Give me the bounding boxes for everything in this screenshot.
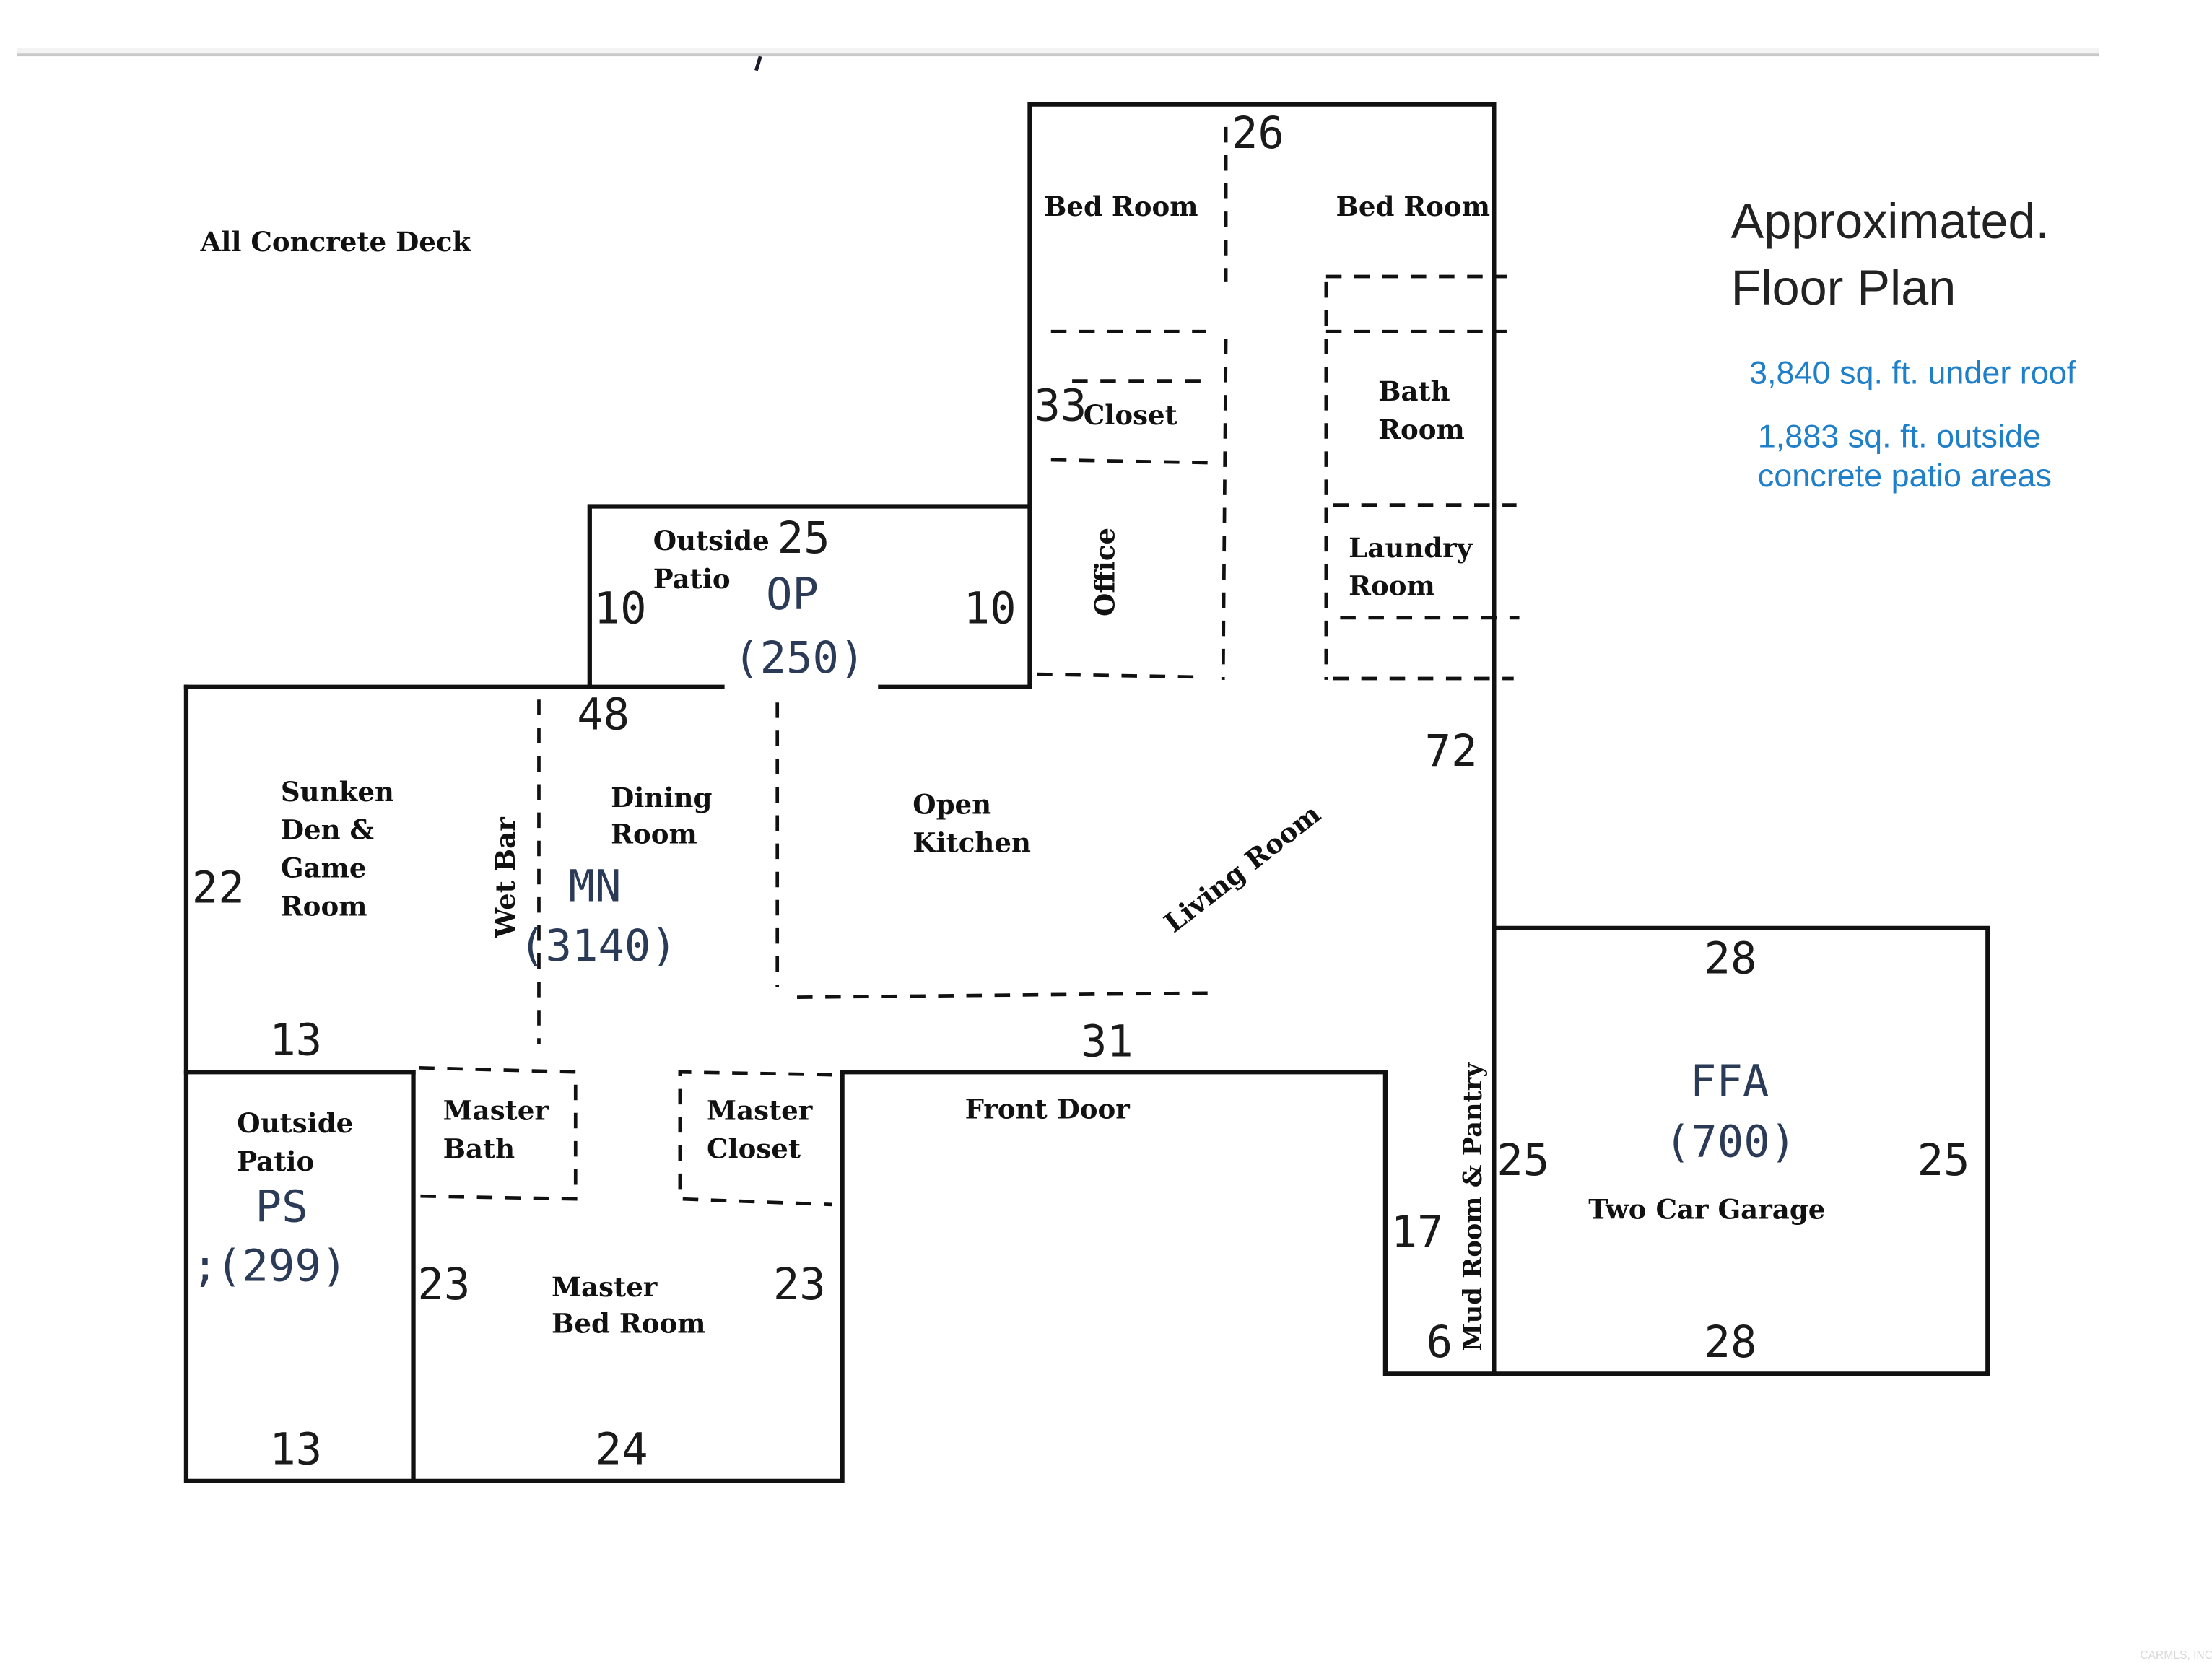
stray-mark xyxy=(754,56,762,71)
closet-label: Closet xyxy=(1084,399,1177,431)
dim-mud-17: 17 xyxy=(1391,1208,1444,1258)
dim-garage-top: 28 xyxy=(1704,933,1757,984)
bath-label-2: Room xyxy=(1378,414,1465,445)
dim-garage-left: 25 xyxy=(1497,1135,1549,1186)
ps-area: (299) xyxy=(216,1241,347,1291)
ffa-code: FFA xyxy=(1690,1056,1769,1107)
dim-patio-bottom: 13 xyxy=(269,1424,322,1475)
ffa-area: (700) xyxy=(1665,1117,1796,1167)
mn-code: MN xyxy=(568,862,621,912)
dim-op-top: 25 xyxy=(778,513,830,564)
legend-title-1: Approximated. xyxy=(1731,194,2050,249)
den-label-3: Game xyxy=(281,852,367,884)
top-patio-label-2: Patio xyxy=(653,563,731,595)
dim-kitchen-bottom: 31 xyxy=(1081,1017,1133,1068)
mn-area: (3140) xyxy=(519,921,677,972)
kitchen-bottom-partition xyxy=(797,991,1211,999)
master-closet-label-1: Master xyxy=(707,1095,813,1127)
partition xyxy=(1221,338,1228,680)
bedroom-right-label: Bed Room xyxy=(1336,191,1490,222)
bedroom-left-label: Bed Room xyxy=(1044,191,1198,222)
laundry-label-1: Laundry xyxy=(1349,532,1473,564)
mud-room-label: Mud Room & Pantry xyxy=(1458,1062,1488,1351)
dim-main-right: 72 xyxy=(1425,726,1478,777)
partition xyxy=(1037,672,1202,679)
dim-main-top: 48 xyxy=(577,689,630,740)
kitchen-label-1: Open xyxy=(913,789,991,821)
dimension-labels: 26 33 25 10 10 48 72 22 13 31 13 23 23 2… xyxy=(192,108,1970,1475)
deck-label: All Concrete Deck xyxy=(199,226,471,258)
dim-den-bottom: 13 xyxy=(269,1016,322,1066)
partition xyxy=(1050,458,1208,465)
master-closet-label-2: Closet xyxy=(707,1132,801,1164)
op-area: (250) xyxy=(733,633,865,684)
dim-master-bottom: 24 xyxy=(596,1424,648,1475)
top-patio-wall xyxy=(587,504,1032,689)
legend: Approximated. Floor Plan 3,840 sq. ft. u… xyxy=(1731,194,2076,494)
ps-prefix: ; xyxy=(192,1241,218,1291)
den-label-2: Den & xyxy=(281,814,374,846)
left-patio-label-1: Outside xyxy=(237,1107,353,1139)
garage-label: Two Car Garage xyxy=(1588,1193,1825,1225)
dining-label-1: Dining xyxy=(611,782,712,813)
master-bed-label-2: Bed Room xyxy=(552,1308,705,1340)
top-patio-label-1: Outside xyxy=(653,525,770,556)
bedroom-wing-wall xyxy=(1027,102,1497,930)
dining-label-2: Room xyxy=(611,819,697,850)
dim-garage-right: 25 xyxy=(1917,1135,1970,1186)
header-band xyxy=(17,48,2099,54)
bath-label-1: Bath xyxy=(1378,375,1450,407)
front-door-label: Front Door xyxy=(965,1094,1131,1125)
dim-master-left: 23 xyxy=(417,1260,470,1310)
room-labels: All Concrete Deck Bed Room Bed Room Clos… xyxy=(199,191,1825,1351)
interior-partitions xyxy=(419,126,1520,1207)
dim-den-left: 22 xyxy=(192,863,245,914)
dim-bed-wing-side: 33 xyxy=(1034,380,1087,431)
master-bed-label-1: Master xyxy=(552,1271,658,1303)
wet-bar-label: Wet Bar xyxy=(489,817,521,939)
laundry-label-2: Room xyxy=(1349,570,1435,602)
dim-mud-6: 6 xyxy=(1427,1317,1453,1368)
dim-master-right: 23 xyxy=(773,1260,826,1310)
dim-op-left: 10 xyxy=(594,584,647,634)
outside-area-2: concrete patio areas xyxy=(1758,457,2052,494)
kitchen-label-2: Kitchen xyxy=(913,826,1031,858)
legend-title-2: Floor Plan xyxy=(1731,261,1956,315)
left-patio-label-2: Patio xyxy=(237,1145,314,1177)
exterior-walls xyxy=(183,102,1990,1484)
under-roof-area: 3,840 sq. ft. under roof xyxy=(1749,354,2076,391)
master-bath-label-1: Master xyxy=(443,1095,549,1127)
watermark: CARMLS, INC xyxy=(2140,1649,2212,1662)
zone-codes: OP (250) MN (3140) PS ; (299) FFA (700) xyxy=(192,569,1796,1291)
op-code: OP xyxy=(766,569,819,620)
dim-garage-bottom: 28 xyxy=(1704,1317,1757,1368)
master-bath-label-2: Bath xyxy=(443,1132,515,1164)
office-label: Office xyxy=(1089,528,1121,616)
den-label-1: Sunken xyxy=(281,776,394,808)
main-outline xyxy=(183,684,1990,1484)
dim-op-right: 10 xyxy=(964,584,1016,634)
living-room-label: Living Room xyxy=(1158,798,1326,939)
dim-bed-wing-top: 26 xyxy=(1232,108,1284,159)
ps-code: PS xyxy=(256,1182,308,1232)
outside-area-1: 1,883 sq. ft. outside xyxy=(1758,417,2041,454)
den-label-4: Room xyxy=(281,890,367,922)
